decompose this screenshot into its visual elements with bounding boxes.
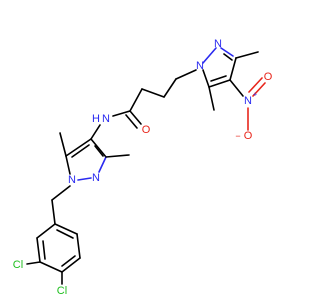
bond-chain-3: [129, 88, 143, 112]
atom-n-bottom-pyrazole-1: N: [68, 174, 76, 186]
bond-ar-5: [76, 233, 81, 259]
atom-cl-para: Cl: [57, 285, 67, 297]
bond-ch2-c1: [51, 199, 56, 225]
bond-n1-ch2: [175, 69, 197, 80]
bond-c4-c3: [90, 138, 107, 158]
atom-n-bottom-pyrazole-2: N: [92, 172, 100, 184]
bond-chain-2: [141, 88, 165, 98]
bond-n2-c3: [220, 47, 234, 57]
bond-carbonyl-double: [125, 114, 138, 129]
bond-c5-methyl: [59, 132, 67, 157]
bond-nh-c4: [90, 124, 101, 140]
bond-chain-1: [163, 78, 177, 98]
bond-ar-3: [39, 261, 63, 273]
atom-labels: N N N + O − O O N H N N Cl Cl: [13, 38, 273, 297]
bond-n2-n1: [77, 177, 92, 181]
atom-cl-meta: Cl: [13, 259, 23, 271]
bond-ar-4: [61, 257, 81, 273]
bond-c4-c3-double: [94, 145, 104, 157]
atom-h-amide: H: [92, 113, 100, 125]
bond-c5-c4-double: [71, 144, 90, 158]
bond-ar-2-double: [42, 240, 46, 260]
atom-n-top-pyrazole-2: N: [214, 38, 222, 50]
bond-c4-c5: [208, 79, 231, 88]
bottom-pyrazole-ring: [51, 132, 130, 201]
atom-n-nitro: N: [244, 95, 252, 107]
bond-c3-methyl: [105, 154, 130, 158]
atom-o-nitro-bottom: O: [244, 130, 253, 142]
bond-nitro-o-top: [248, 77, 263, 93]
bond-ar-2: [36, 237, 41, 263]
atom-o-nitro-charge: −: [235, 131, 240, 141]
atom-o-nitro-top: O: [264, 71, 273, 83]
molecule-svg: N N N + O − O O N H N N Cl Cl: [13, 38, 273, 297]
bond-c3-methyl: [235, 51, 259, 59]
bond-c3-n2: [98, 156, 107, 173]
bond-c4-nnitro: [229, 79, 244, 97]
top-pyrazole-ring: [175, 47, 266, 131]
bond-c5-c4: [65, 138, 92, 157]
bond-c5-n1: [202, 69, 210, 88]
bond-ar-6-double: [56, 229, 74, 239]
atom-n-top-pyrazole-1: N: [196, 60, 204, 72]
atom-o-amide: O: [142, 124, 151, 136]
butanamide-chain: [90, 78, 177, 140]
bond-nitro-o-top-double: [252, 82, 266, 97]
bond-c5-methyl: [208, 86, 215, 111]
bond-ar-4-double: [61, 255, 76, 267]
bond-n1-ch2: [51, 185, 71, 201]
bond-c3-c4: [229, 57, 237, 81]
bond-c-nh: [112, 110, 131, 117]
bond-ar-1: [36, 223, 56, 239]
atom-n-nitro-charge: +: [253, 92, 257, 99]
bond-ar-6: [54, 223, 78, 235]
bond-n1-n2: [202, 47, 217, 64]
bond-n2-c3-double: [223, 53, 233, 61]
bond-c-cl1: [26, 261, 41, 265]
dichlorophenyl-ring: [26, 199, 81, 285]
bond-carbonyl: [129, 110, 142, 125]
bond-c4-c5-double: [210, 75, 227, 82]
bond-n1-c5: [65, 155, 71, 175]
atom-n-amide: N: [102, 113, 110, 125]
molecule-structure-diagram: N N N + O − O O N H N N Cl Cl: [13, 38, 273, 297]
